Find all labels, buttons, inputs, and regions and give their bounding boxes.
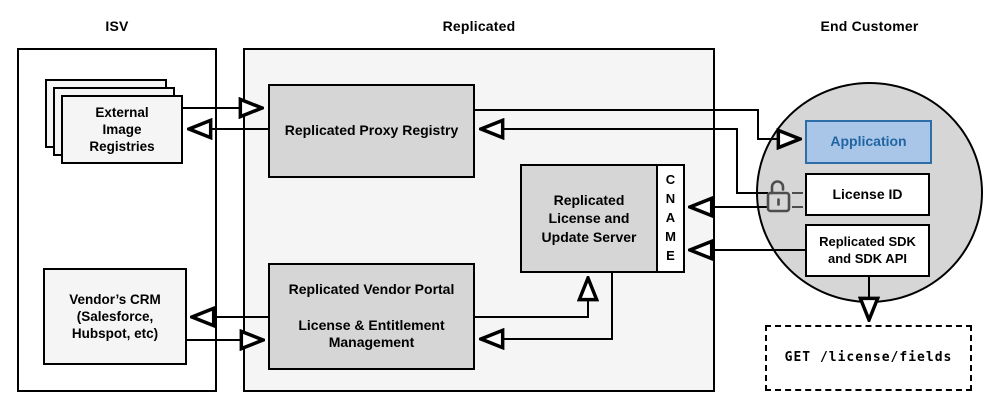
application-node: Application — [805, 120, 932, 164]
vendor-portal-node: Replicated Vendor Portal License & Entit… — [268, 263, 475, 370]
external-image-registries-node: External Image Registries — [61, 95, 183, 164]
end-customer-section-title: End Customer — [820, 18, 919, 34]
replicated-proxy-registry-node: Replicated Proxy Registry — [268, 84, 475, 178]
replicated-section-title: Replicated — [442, 18, 516, 34]
license-update-server-node: Replicated License and Update Server — [522, 166, 656, 271]
license-update-server-group: Replicated License and Update Server C N… — [520, 164, 685, 273]
isv-section-title: ISV — [105, 18, 129, 34]
get-license-fields-node: GET /license/fields — [765, 325, 972, 391]
unlocked-padlock-icon — [766, 180, 791, 213]
license-id-node: License ID — [805, 173, 930, 216]
cname-strip: C N A M E — [656, 166, 683, 271]
replicated-sdk-node: Replicated SDK and SDK API — [805, 224, 930, 277]
vendors-crm-node: Vendor’s CRM (Salesforce, Hubspot, etc) — [43, 268, 187, 365]
